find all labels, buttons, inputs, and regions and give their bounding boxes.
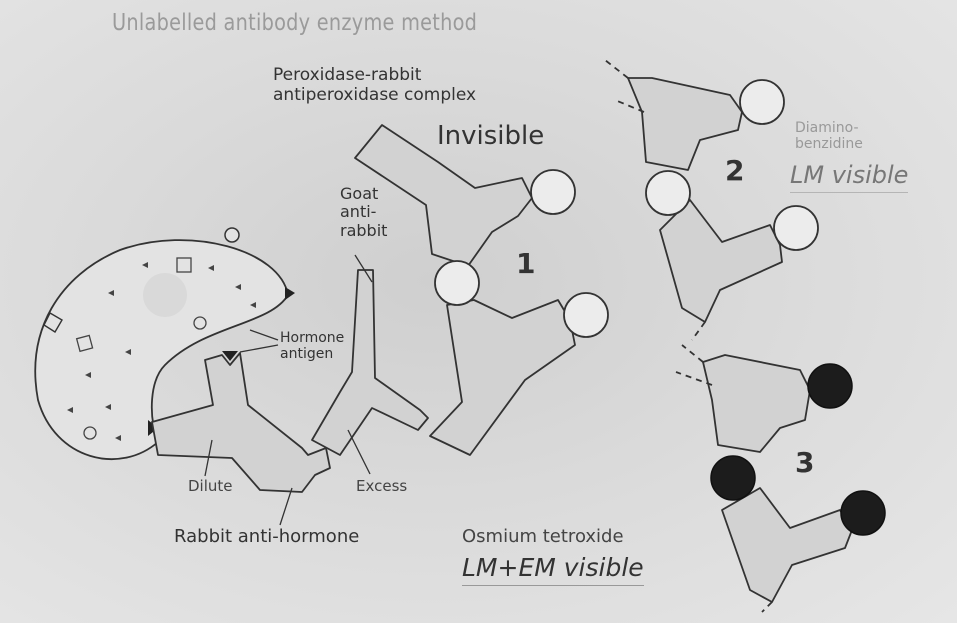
osmium-molecule: [711, 456, 755, 500]
step3-antibody-upper: [703, 355, 810, 452]
pap-complex-label: Peroxidase-rabbit antiperoxidase complex: [273, 66, 476, 105]
rabbit-anti-hormone-antibody-dilute: [152, 353, 330, 492]
rabbit-anti-hormone-label: Rabbit anti-hormone: [174, 527, 359, 548]
diagram-title: Unlabelled antibody enzyme method: [112, 10, 477, 36]
hormone-antigen-marker: [285, 287, 295, 300]
step-3-number: 3: [795, 447, 814, 479]
leader-line: [348, 430, 370, 474]
step-2-number: 2: [725, 155, 744, 187]
leader-line: [240, 345, 278, 352]
cell-nucleus-stipple: [143, 273, 187, 317]
osmium-molecule: [841, 491, 885, 535]
leader-line: [280, 488, 292, 525]
pap-antibody-lower: [430, 300, 575, 455]
lm-visible-label: LM visible: [790, 162, 908, 193]
osmium-tetroxide-label: Osmium tetroxide: [462, 527, 624, 548]
diaminobenzidine-label: Diamino- benzidine: [795, 120, 863, 152]
bond-line: [692, 322, 705, 340]
excess-label: Excess: [356, 478, 407, 495]
dab-molecule: [646, 171, 690, 215]
step2-antibody-lower: [660, 200, 782, 322]
peroxidase-molecule: [531, 170, 575, 214]
leader-line: [250, 330, 278, 340]
bond-line: [682, 345, 703, 362]
dab-molecule: [774, 206, 818, 250]
cell-vesicle: [225, 228, 239, 242]
peroxidase-molecule: [564, 293, 608, 337]
hormone-antigen-label: Hormone antigen: [280, 330, 344, 362]
step3-antibody-lower: [722, 488, 852, 602]
step-1-number: 1: [516, 248, 535, 280]
dab-molecule: [740, 80, 784, 124]
dilute-label: Dilute: [188, 478, 233, 495]
bond-line: [605, 60, 628, 78]
pap-label-line-1: Peroxidase-rabbit: [273, 66, 476, 86]
bond-line: [762, 602, 772, 612]
osmium-molecule: [808, 364, 852, 408]
goat-anti-rabbit-antibody: [312, 270, 428, 455]
pap-label-line-2: antiperoxidase complex: [273, 86, 476, 106]
goat-anti-rabbit-label: Goat anti- rabbit: [340, 185, 387, 240]
lm-em-visible-label: LM+EM visible: [462, 554, 644, 586]
peroxidase-molecule: [435, 261, 479, 305]
invisible-label: Invisible: [437, 122, 544, 152]
